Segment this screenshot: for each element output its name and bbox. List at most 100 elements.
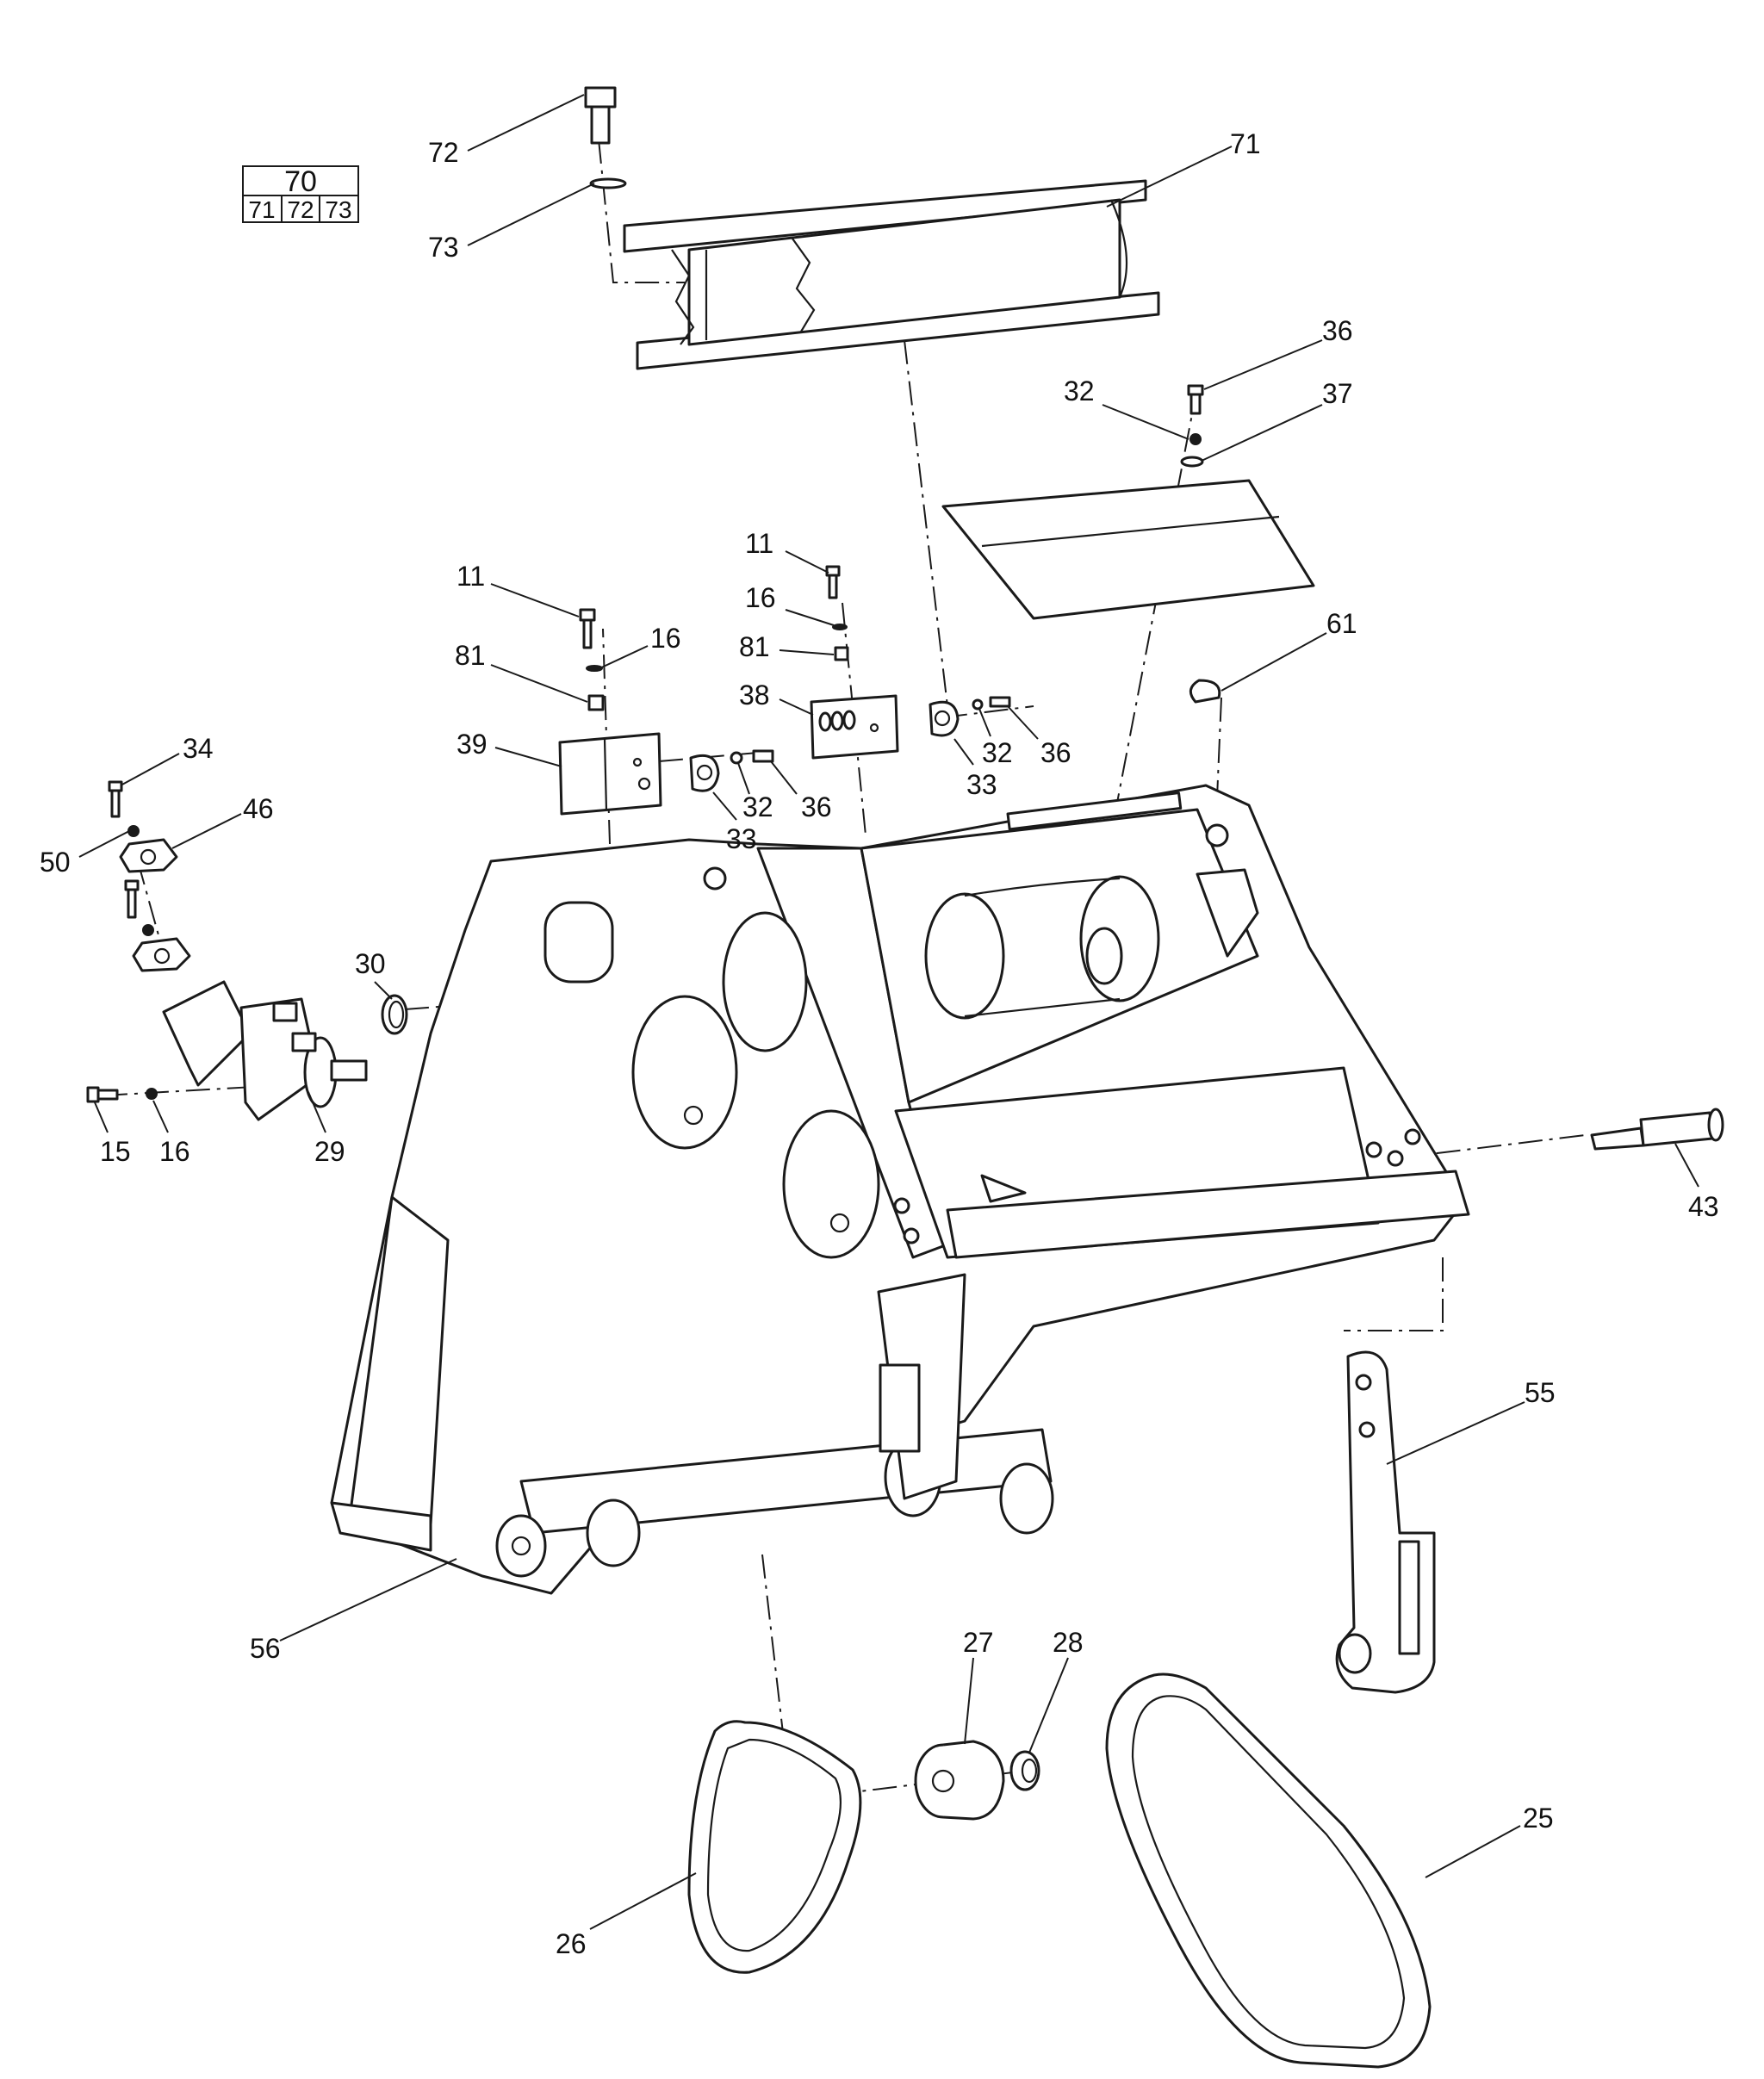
housing-latch [980, 1174, 1027, 1203]
leader-25 [1425, 1825, 1521, 1878]
leader-32-top [1102, 404, 1189, 440]
leader-28 [1028, 1657, 1069, 1753]
bolt-lower-motor [124, 879, 140, 919]
link-55-eye [1338, 1633, 1372, 1674]
washer-73 [589, 177, 627, 189]
kit-table-cell-1 [242, 195, 283, 223]
pin-43-body [1639, 1111, 1714, 1147]
leader-56 [279, 1558, 457, 1641]
belt-26-outer [687, 1720, 862, 1974]
screw-36-top-shank [1189, 393, 1202, 415]
cover-plate-body [941, 479, 1315, 620]
lower-arm-block [879, 1363, 921, 1453]
leader-33-left [712, 791, 737, 821]
leader-55 [1386, 1401, 1525, 1465]
leader-33-right [953, 738, 974, 766]
valve-block-38-port-1 [818, 711, 832, 732]
housing-top-rail [1006, 791, 1183, 831]
centerline-frame-71 [904, 339, 948, 707]
callout-39: 39 [457, 729, 488, 760]
callout-71: 71 [1230, 128, 1261, 159]
screw-36-left-body [752, 749, 774, 763]
lockwasher-32-right [972, 698, 984, 711]
bolt-72-shank [590, 105, 611, 145]
centerline-bolt-72 [598, 139, 685, 283]
leader-15 [94, 1102, 109, 1133]
leader-50 [78, 830, 130, 858]
housing-top-cavity [860, 808, 1259, 1104]
leader-27 [964, 1657, 974, 1745]
pulley-27 [914, 1740, 1005, 1821]
callout-15: 15 [100, 1136, 131, 1167]
flange-nut-46-upper-bore [140, 848, 157, 866]
valve-block-39-hole-2 [637, 777, 651, 791]
bolt-15-shank [96, 1089, 119, 1101]
belt-25-inner [1131, 1695, 1406, 2050]
kit-table-header-cell [242, 165, 359, 196]
screw-11-right-shank [828, 574, 838, 599]
housing-front-lip [946, 1170, 1470, 1259]
lockwasher-32-top [1189, 433, 1202, 445]
link-55-clevis [1398, 1540, 1420, 1655]
callout-11-left: 11 [457, 561, 485, 592]
callout-37: 37 [1322, 378, 1353, 409]
screw-36-right [989, 696, 1011, 708]
kit-table-cell-2 [281, 195, 320, 223]
hydraulic-motor-right [1196, 868, 1259, 958]
callout-36-top: 36 [1322, 315, 1353, 346]
frame-71 [623, 179, 1160, 370]
callout-27: 27 [963, 1627, 994, 1658]
belt-25 [1105, 1673, 1432, 2069]
bushing-28-inner [1021, 1758, 1038, 1784]
bolt-15-head [86, 1086, 100, 1103]
bolt-72 [584, 86, 617, 145]
callout-36-right: 36 [1040, 737, 1071, 768]
leader-16-left [595, 645, 649, 671]
callout-50: 50 [40, 847, 71, 878]
bushing-28-outer [1009, 1750, 1040, 1791]
screw-11-left-shank [582, 618, 593, 649]
screw-11-right [825, 565, 841, 599]
kit-table: 70 71 72 73 [242, 165, 359, 223]
housing-hole-top [703, 866, 727, 891]
callout-46: 46 [243, 793, 274, 824]
motor-29-port-2 [291, 1032, 317, 1052]
motor-29-body [239, 997, 320, 1121]
valve-block-39-hole-1 [632, 757, 643, 767]
housing-hole-top-right [1205, 823, 1229, 847]
callout-32-left: 32 [742, 791, 773, 822]
callout-25: 25 [1523, 1803, 1554, 1834]
callout-72: 72 [428, 137, 459, 168]
callout-32-top: 32 [1064, 375, 1095, 406]
callout-labels: 72 73 71 36 32 37 11 16 81 38 32 36 33 6… [40, 128, 1719, 1959]
kit-assembly-number: 70 [284, 165, 317, 198]
leader-30 [374, 981, 393, 1000]
centerline-link-55 [1344, 1257, 1444, 1331]
drum-left-end [924, 892, 1005, 1020]
leader-46 [171, 813, 242, 849]
screw-36-top [1187, 384, 1204, 415]
leader-81-left [490, 664, 588, 703]
valve-block-39-edge [603, 738, 608, 811]
callout-28: 28 [1053, 1627, 1084, 1658]
spacer-81-left [587, 694, 605, 711]
hydraulic-motor-29 [162, 980, 368, 1121]
leader-81-right [779, 649, 835, 655]
leader-29 [307, 1091, 326, 1133]
valve-block-39-body [558, 732, 662, 816]
callout-26: 26 [556, 1928, 587, 1959]
spacer-81-right [834, 646, 849, 661]
leader-43 [1674, 1143, 1699, 1188]
leader-71 [1106, 146, 1233, 208]
callout-43: 43 [1688, 1191, 1719, 1222]
link-55-hole-2 [1358, 1421, 1376, 1438]
lower-axle-left-bore [511, 1536, 531, 1556]
leader-11-left [490, 583, 580, 617]
clamp-33-right [929, 700, 960, 737]
flange-nut-46-upper [119, 838, 178, 873]
leader-38 [779, 698, 814, 716]
callout-33-right: 33 [966, 769, 997, 800]
leader-39 [494, 747, 562, 767]
callout-33-left: 33 [726, 823, 757, 854]
leader-32-left [737, 762, 750, 795]
